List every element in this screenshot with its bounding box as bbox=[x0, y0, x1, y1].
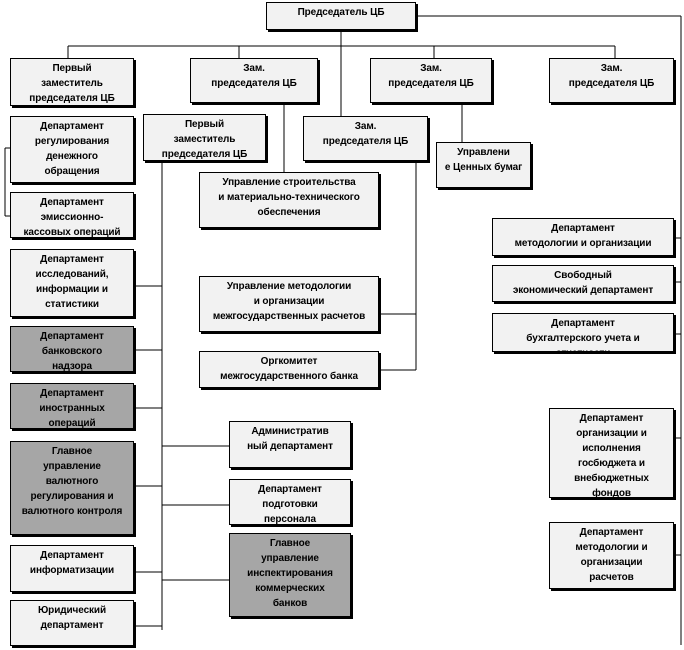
deputy-chairman-2-box: Зам. председателя ЦБ bbox=[190, 58, 318, 103]
deputy-chairman-3-box: Зам. председателя ЦБ bbox=[370, 58, 492, 103]
dept-research-statistics: Департамент исследований, информации и с… bbox=[10, 249, 134, 317]
dept-state-budget: Департамент организации и исполнения гос… bbox=[549, 408, 674, 498]
main-commercial-bank-inspection: Главное управление инспектирования комме… bbox=[229, 533, 351, 617]
deputy-chairman-mid2-box: Зам. председателя ЦБ bbox=[303, 116, 428, 161]
dept-administrative: Административ ный департамент bbox=[229, 421, 351, 468]
deputy-chairman-4-box: Зам. председателя ЦБ bbox=[549, 58, 674, 103]
interstate-bank-committee: Оргкомитет межгосударственного банка bbox=[199, 351, 379, 388]
dept-settlement-methodology: Департамент методологии и организации ра… bbox=[549, 522, 674, 589]
dept-banking-supervision: Департамент банковского надзора bbox=[10, 326, 134, 372]
dept-emission-cash: Департамент эмиссионно- кассовых операци… bbox=[10, 192, 134, 238]
dept-accounting: Департамент бухгалтерского учета и отчет… bbox=[492, 313, 674, 352]
dept-legal: Юридический департамент bbox=[10, 600, 134, 646]
chairman-box: Председатель ЦБ bbox=[266, 2, 416, 30]
dept-methodology-organization: Департамент методологии и организации bbox=[492, 218, 674, 256]
dept-monetary-regulation: Департамент регулирования денежного обра… bbox=[10, 116, 134, 183]
dept-foreign-operations: Департамент иностранных операций bbox=[10, 383, 134, 429]
main-currency-regulation: Главное управление валютного регулирован… bbox=[10, 441, 134, 535]
dept-free-economic: Свободный экономический департамент bbox=[492, 265, 674, 302]
dept-personnel-training: Департамент подготовки персонала bbox=[229, 479, 351, 525]
dept-informatization: Департамент информатизации bbox=[10, 545, 134, 592]
dept-construction-supply: Управление строительства и материально-т… bbox=[199, 172, 379, 228]
first-deputy-left-box: Первый заместитель председателя ЦБ bbox=[10, 58, 134, 106]
dept-securities: Управлени е Ценных бумаг bbox=[436, 142, 531, 188]
first-deputy-mid-box: Первый заместитель председателя ЦБ bbox=[143, 114, 266, 161]
dept-interstate-settlements: Управление методологии и организации меж… bbox=[199, 276, 379, 332]
